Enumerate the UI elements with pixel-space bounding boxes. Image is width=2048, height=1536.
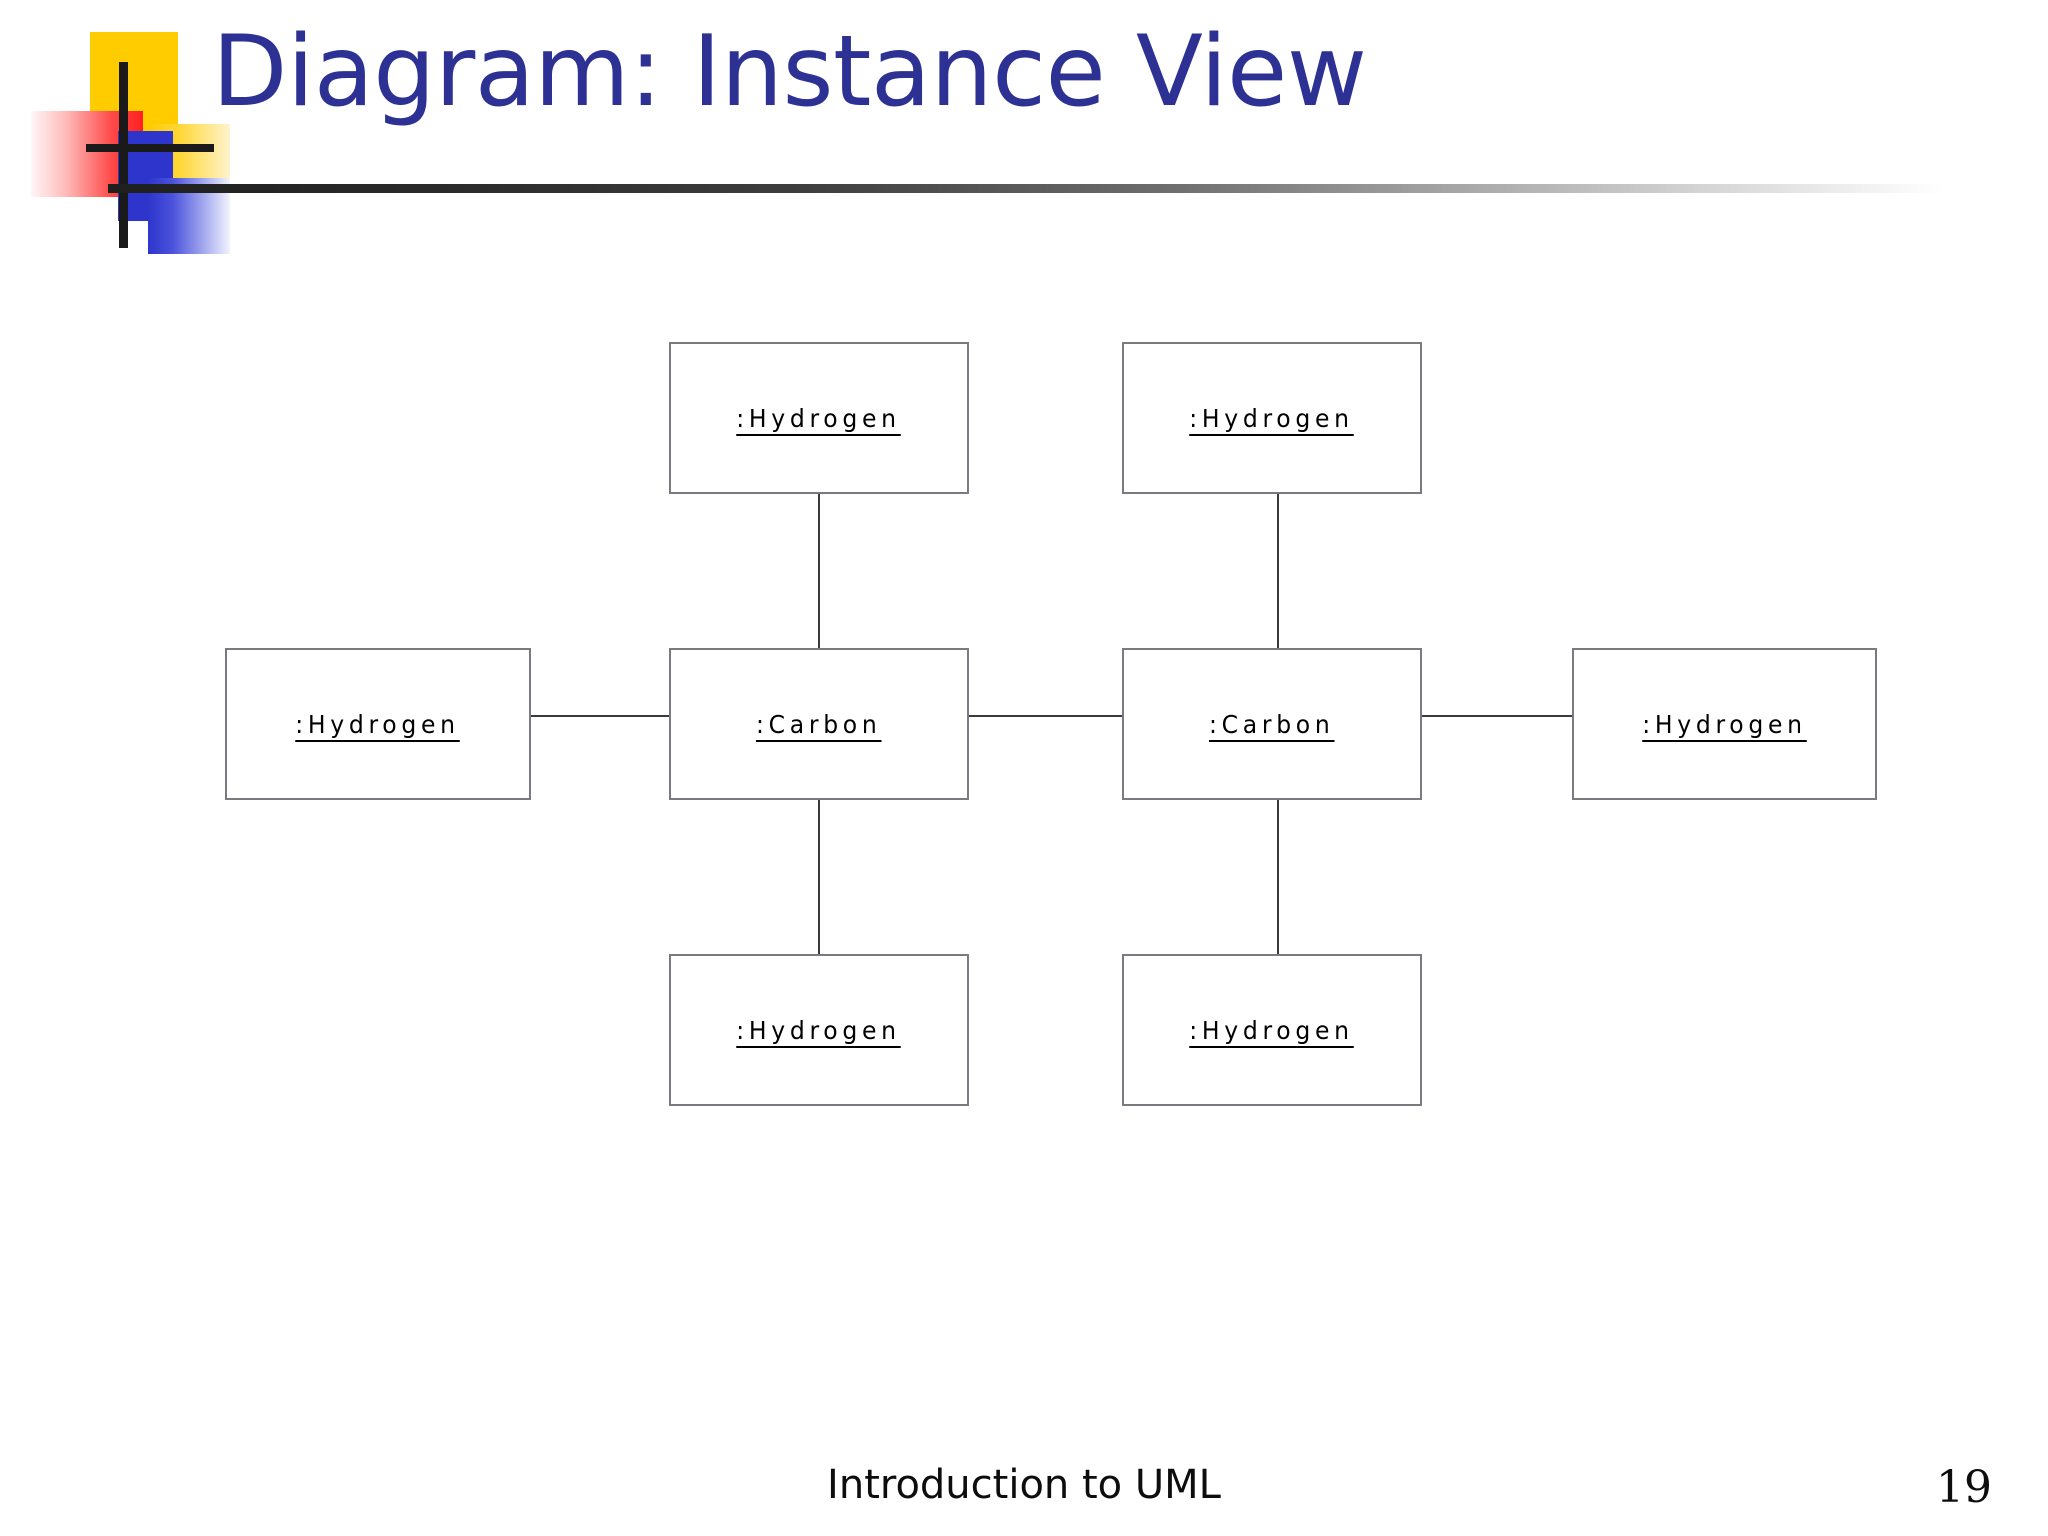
link-h-top-right-to-c-right [1277, 494, 1279, 648]
uml-object-label: :Hydrogen [1642, 709, 1807, 739]
uml-object-h-far-right[interactable]: :Hydrogen [1572, 648, 1877, 800]
uml-object-h-top-left[interactable]: :Hydrogen [669, 342, 969, 494]
uml-object-label: :Carbon [1209, 709, 1335, 739]
uml-object-h-bottom-left[interactable]: :Hydrogen [669, 954, 969, 1106]
link-c-right-to-h-bottom-right [1277, 800, 1279, 954]
footer-title: Introduction to UML [827, 1462, 1221, 1508]
uml-object-c-right[interactable]: :Carbon [1122, 648, 1422, 800]
uml-object-label: :Hydrogen [295, 709, 461, 739]
link-c-right-to-h-far-right [1420, 715, 1574, 717]
logo-cross-horizontal-bar [86, 144, 214, 152]
link-h-top-left-to-c-left [818, 494, 820, 648]
uml-object-label: :Hydrogen [736, 403, 902, 433]
uml-object-label: :Hydrogen [736, 1015, 902, 1045]
uml-object-h-far-left[interactable]: :Hydrogen [225, 648, 531, 800]
link-c-left-to-c-right [967, 715, 1124, 717]
footer-page-number: 19 [1936, 1462, 1992, 1513]
title-divider-rule [108, 184, 1943, 193]
uml-object-h-bottom-right[interactable]: :Hydrogen [1122, 954, 1422, 1106]
uml-object-label: :Hydrogen [1189, 403, 1355, 433]
page-title: Diagram: Instance View [212, 15, 1367, 129]
uml-object-h-top-right[interactable]: :Hydrogen [1122, 342, 1422, 494]
uml-object-label: :Hydrogen [1189, 1015, 1355, 1045]
link-c-left-to-h-bottom-left [818, 800, 820, 954]
uml-object-label: :Carbon [756, 709, 882, 739]
logo-cross-vertical-bar [119, 62, 128, 248]
link-h-far-left-to-c-left [531, 715, 671, 717]
decorative-squares-logo [30, 18, 260, 298]
uml-object-c-left[interactable]: :Carbon [669, 648, 969, 800]
